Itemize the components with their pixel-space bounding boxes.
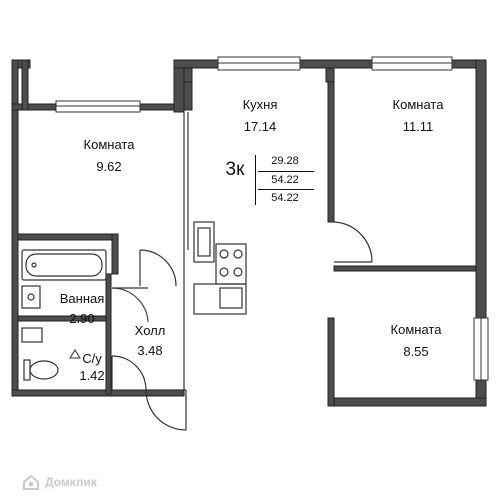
brand-watermark: Домклик — [22, 474, 97, 490]
summary-separator — [258, 171, 314, 172]
summary-separator — [258, 189, 314, 190]
bathtub — [21, 249, 107, 281]
room-label-bathroom: Ванная 2.90 — [59, 291, 105, 326]
room-label-room-right: Комната 11.11 — [392, 97, 444, 134]
room-label-kitchen: Кухня 17.14 — [242, 97, 278, 134]
room-label-hall: Холл 3.48 — [134, 323, 166, 358]
kitchen-appliances — [193, 221, 247, 315]
total-area-with-balcony-value: 54.22 — [271, 192, 299, 204]
windows — [55, 56, 489, 381]
room-label-wc: С/у 1.42 — [79, 351, 105, 383]
rooms-count-label: 3к — [225, 159, 245, 180]
house-logo-icon — [23, 474, 39, 490]
summary-divider — [255, 155, 256, 205]
area-summary-box: 3к 29.28 54.22 54.22 — [218, 153, 316, 207]
interior-lines — [111, 112, 373, 431]
total-area-value: 54.22 — [271, 174, 299, 186]
outer-walls — [11, 59, 487, 407]
room-label-room-bottom: Комната 8.55 — [390, 322, 442, 359]
wc-warning-icon — [69, 349, 81, 359]
room-label-room-left: Комната 9.62 — [83, 137, 135, 174]
sinks-and-toilet — [21, 285, 59, 381]
living-area-value: 29.28 — [271, 155, 299, 167]
brand-name: Домклик — [45, 475, 97, 489]
